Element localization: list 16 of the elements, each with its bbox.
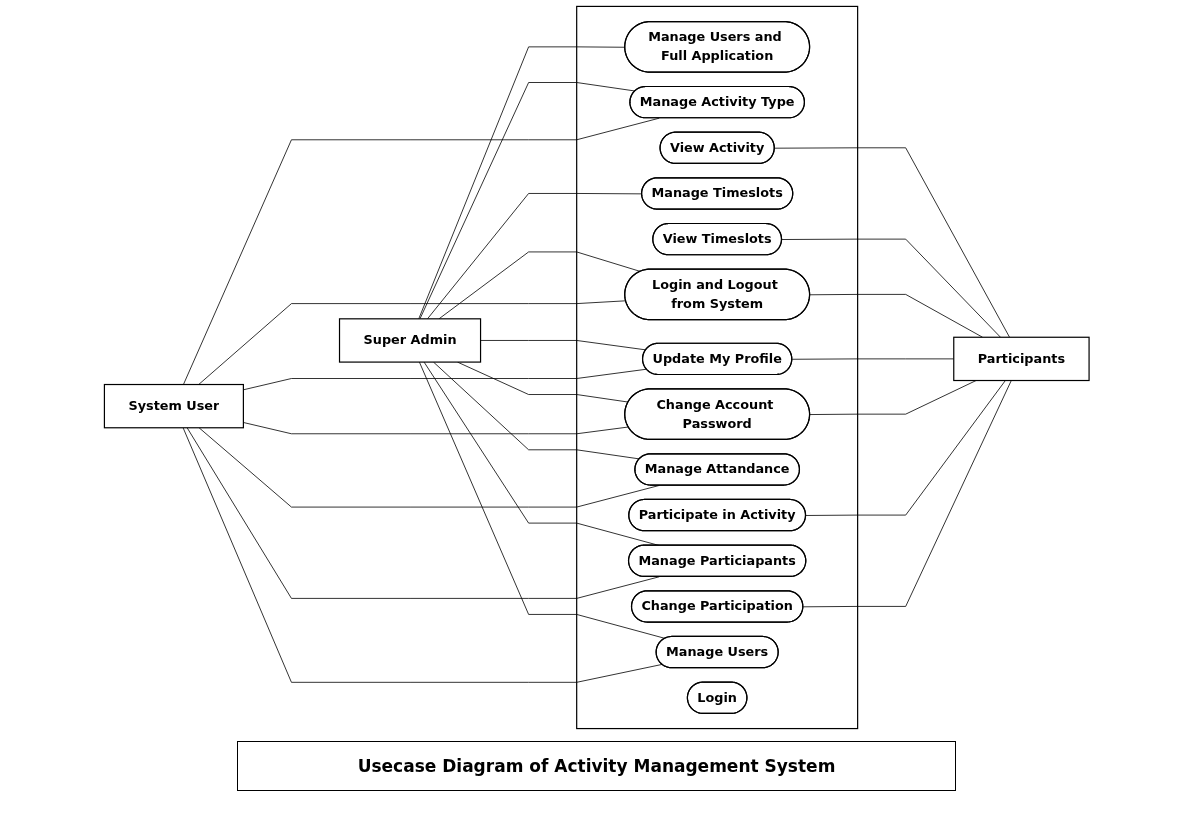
diagram-title: Usecase Diagram of Activity Management System bbox=[236, 741, 957, 791]
connector bbox=[198, 300, 626, 385]
node-box: Participants bbox=[952, 336, 1090, 382]
node-box: Super Admin bbox=[338, 318, 481, 363]
connector bbox=[802, 380, 1012, 608]
connector bbox=[809, 294, 983, 338]
connector bbox=[419, 82, 636, 320]
connector bbox=[809, 380, 977, 415]
connector bbox=[781, 238, 1001, 338]
node-box: System User bbox=[103, 383, 244, 429]
connector bbox=[182, 427, 663, 683]
connector bbox=[805, 380, 1006, 516]
cluster bbox=[575, 5, 858, 730]
connector bbox=[182, 117, 660, 385]
connector bbox=[791, 358, 954, 360]
connector bbox=[774, 147, 1010, 338]
